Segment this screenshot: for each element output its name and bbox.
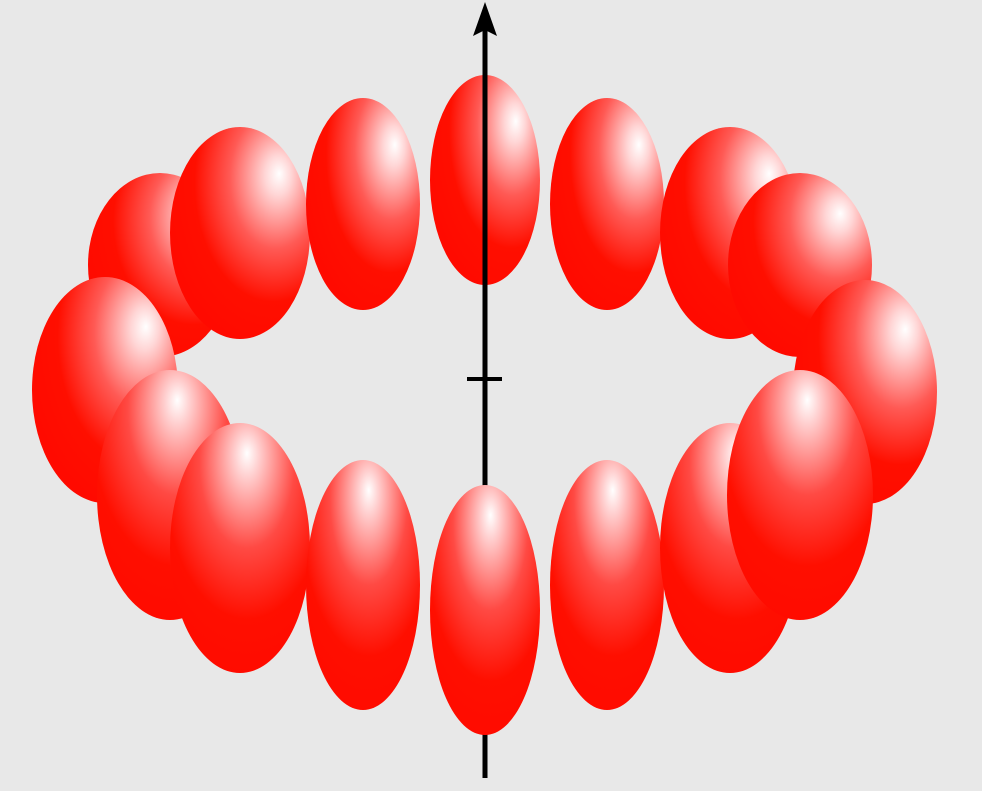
bead-14 [550,460,664,710]
bead-3 [306,98,420,310]
bead-5 [550,98,664,310]
bead-12 [306,460,420,710]
bead-16 [727,370,873,620]
bead-2 [170,127,310,339]
bead-13 [430,485,540,735]
bead-11 [170,423,310,673]
